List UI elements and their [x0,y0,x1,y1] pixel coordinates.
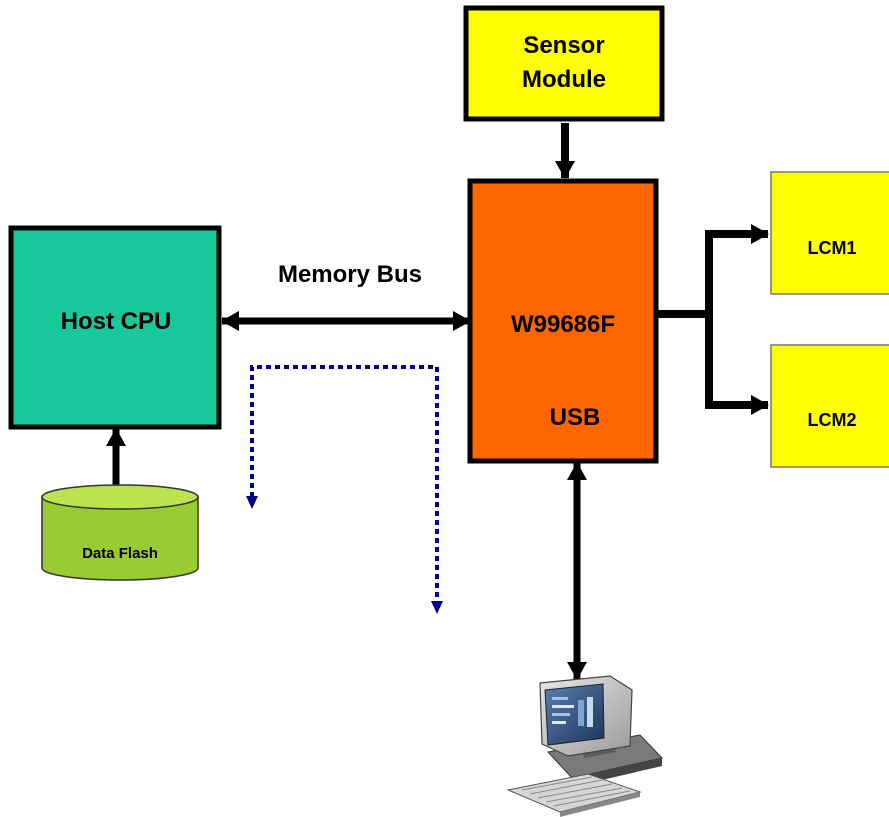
data-flash-label: Data Flash [82,545,158,562]
usb-label: USB [550,404,601,431]
host-cpu-block: Host CPU [8,225,222,430]
w99686f-label: W99686F [511,311,615,338]
sensor-module-label-line1: Sensor [523,32,604,59]
lcm2-label: LCM2 [808,410,857,430]
lcm1-block: LCM1 [770,171,889,295]
dotted-arrowhead-left [246,496,258,509]
desktop-computer-icon [506,675,663,817]
lcm2-block: LCM2 [770,344,889,468]
data-flash-cylinder: Data Flash [41,484,199,581]
dotted-data-path [250,365,439,602]
dotted-arrowhead-right [431,601,443,614]
w99686f-block: W99686F USB [467,178,659,464]
host-cpu-label: Host CPU [61,308,172,335]
sensor-module-label-line2: Module [522,66,606,93]
lcm1-label: LCM1 [808,238,857,258]
memory-bus-label: Memory Bus [278,261,422,288]
lcm-branch-arrows [656,224,769,415]
sensor-module-block: Sensor Module [463,5,665,122]
